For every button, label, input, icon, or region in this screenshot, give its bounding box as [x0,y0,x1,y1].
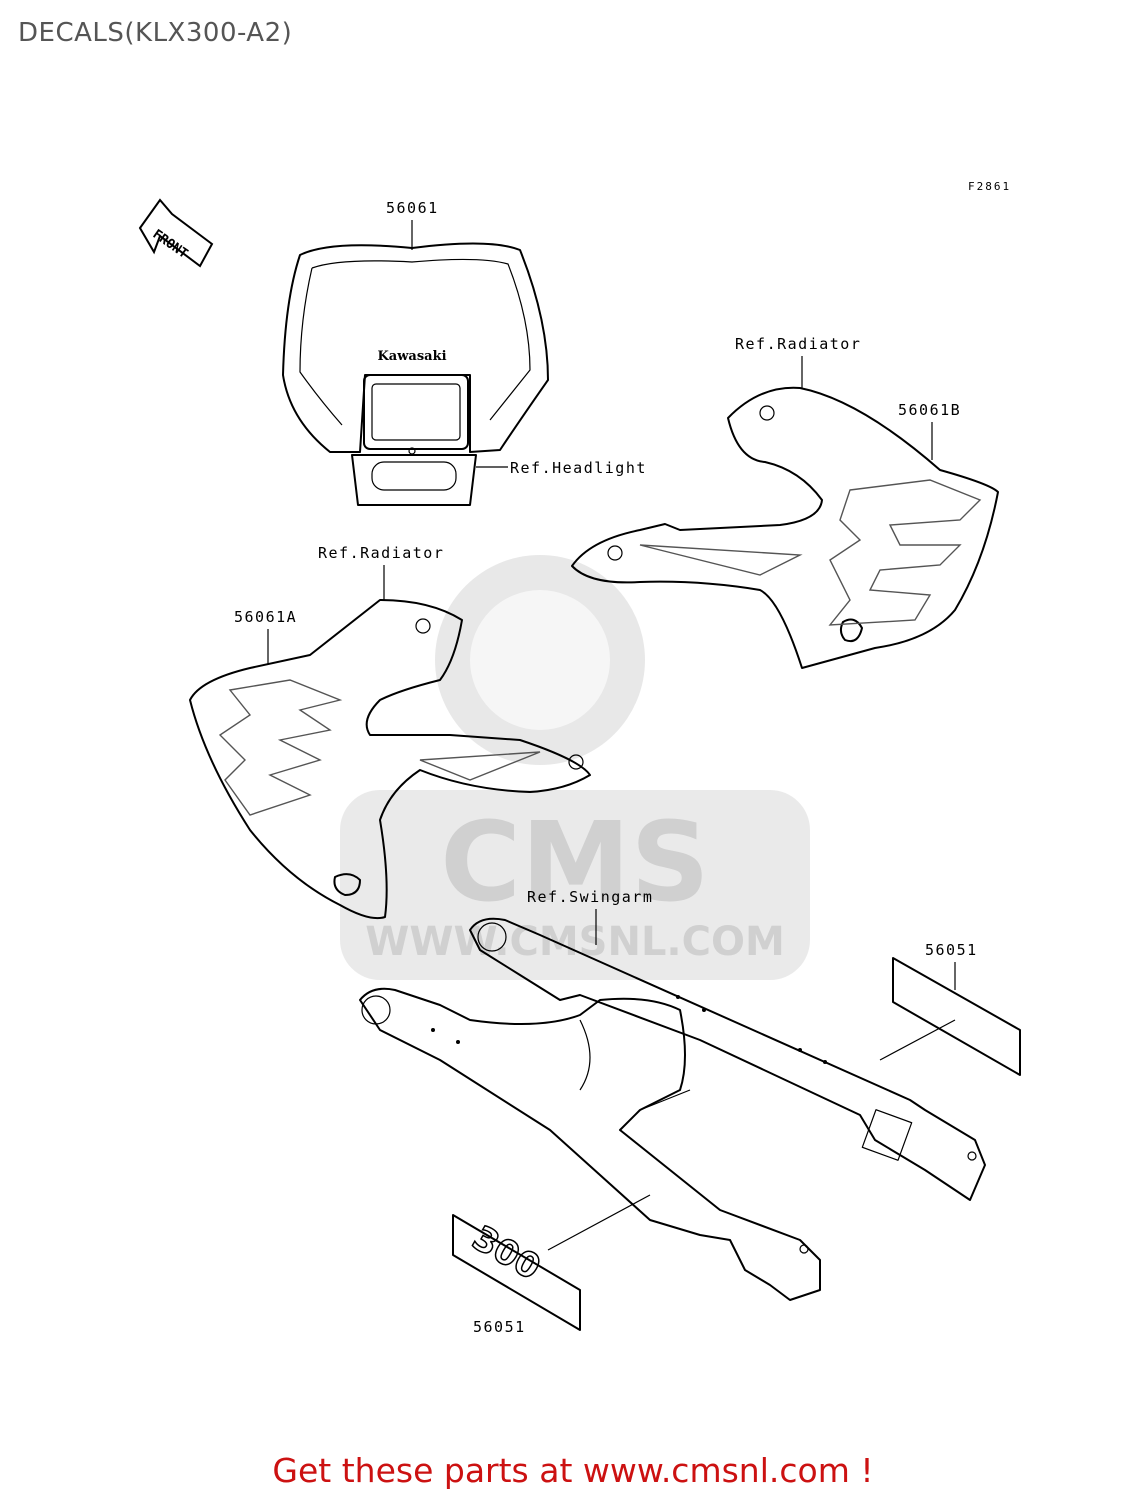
label-56061: 56061 [386,199,439,217]
figure-code: F2861 [968,180,1011,193]
page-title: DECALS(KLX300-A2) [18,18,293,48]
headlight-cover: Kawasaki [282,242,549,506]
radiator-shroud-right [571,386,999,669]
front-arrow-icon: FRONT [138,198,214,268]
decal-56051-right [892,957,1021,1076]
kawasaki-logo: Kawasaki [377,349,446,364]
label-ref-headlight: Ref.Headlight [510,459,647,477]
cms-watermark: CMS WWW.CMSNL.COM [340,555,810,980]
label-ref-radiator-right: Ref.Radiator [735,335,861,353]
footer-link[interactable]: Get these parts at www.cmsnl.com ! [272,1451,874,1490]
label-ref-swingarm: Ref.Swingarm [527,888,653,906]
label-56061a: 56061A [234,608,297,626]
label-ref-radiator-left: Ref.Radiator [318,544,444,562]
radiator-shroud-left [189,599,591,920]
label-56051-right: 56051 [925,941,978,959]
watermark-url: WWW.CMSNL.COM [365,919,785,965]
label-56051-bottom: 56051 [473,1318,526,1336]
swingarm [359,917,986,1301]
label-56061b: 56061B [898,401,961,419]
decal-56051-300: 300 [452,1214,581,1331]
watermark-brand: CMS [440,798,709,926]
